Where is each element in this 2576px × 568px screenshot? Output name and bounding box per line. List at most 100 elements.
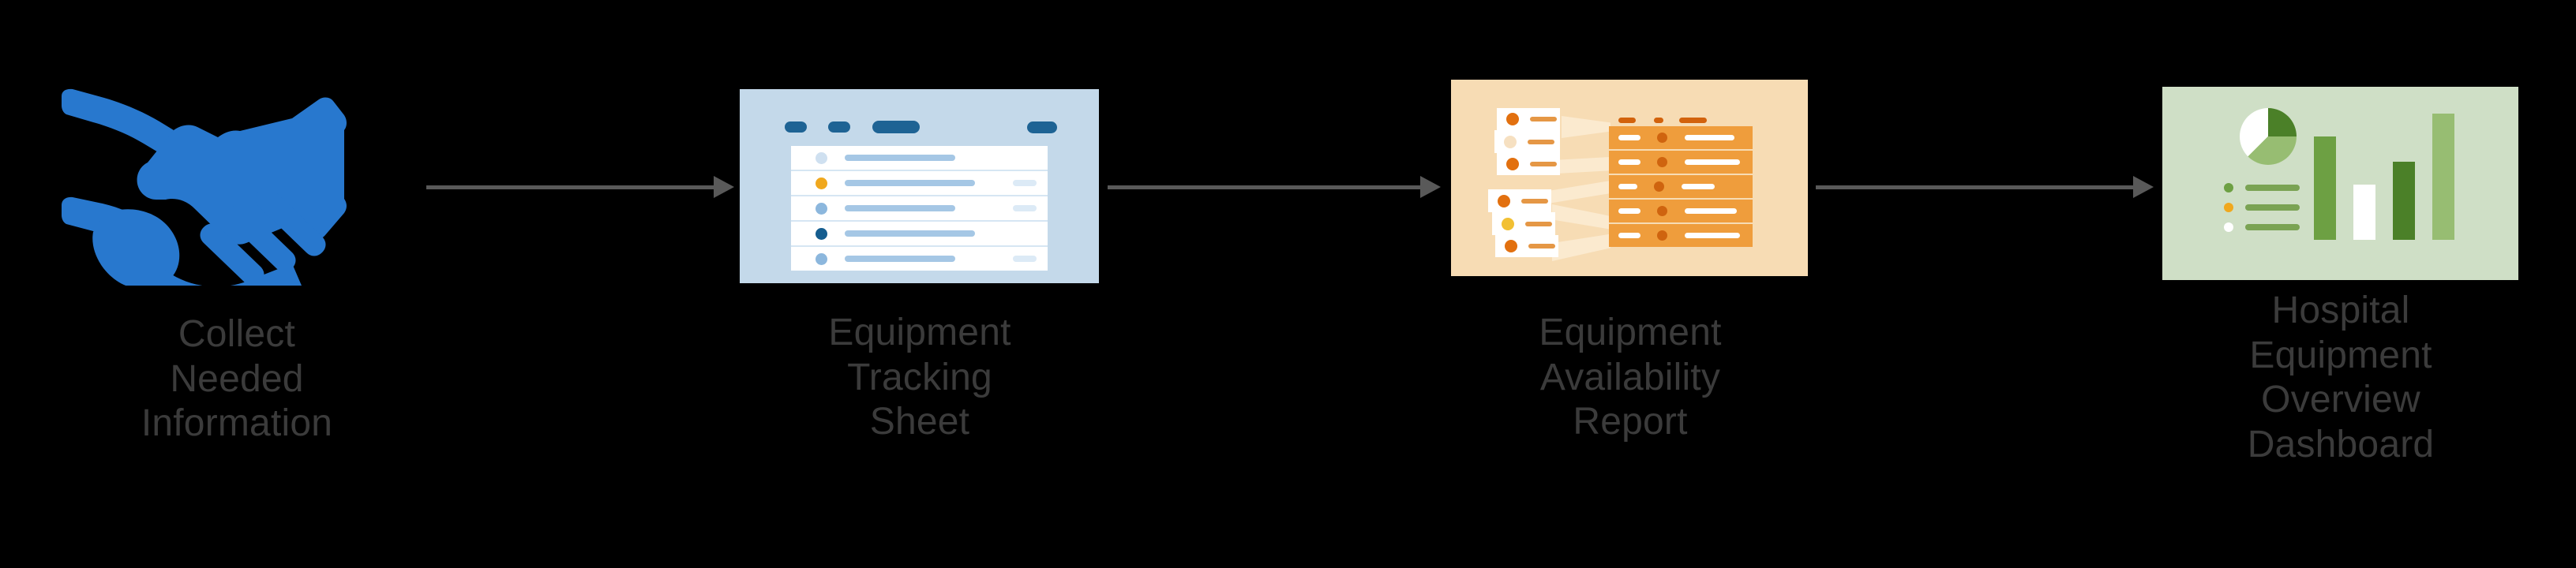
equipment-availability-report-panel [1451,80,1808,276]
header-pill-2 [1654,117,1663,123]
card-label-bar [1528,244,1555,248]
cell-dot [1657,157,1667,167]
arrow-1 [426,176,734,198]
row-label-bar [845,230,975,237]
header-pill-1 [1618,117,1636,123]
connector-fan [1552,204,1610,230]
arrow-head-icon [1420,176,1441,198]
bar-2 [2353,184,2375,240]
legend-swatch [2224,203,2233,212]
cell-dot [1657,133,1667,143]
table-row [1609,151,1753,175]
equipment-card [1488,189,1551,212]
card-label-bar [1528,139,1554,144]
step-caption-collect-needed-information: Collect Needed Information [55,300,418,447]
arrow-shaft [1816,185,2133,189]
connector-fan [1558,157,1610,174]
cell-bar-left [1618,184,1637,189]
equipment-card [1492,212,1555,235]
table-row [791,171,1048,196]
table-row [1609,224,1753,247]
chart-legend [2224,183,2300,242]
equipment-tracking-sheet-panel [740,89,1099,283]
bar-1 [2314,136,2336,240]
legend-item [2224,183,2300,192]
status-dot [1506,158,1519,170]
report-table [1609,114,1753,247]
equipment-card [1497,108,1560,130]
equipment-card [1497,153,1560,175]
row-value-bar [1013,256,1037,262]
equipment-card [1494,130,1560,153]
status-dot [816,177,827,189]
caption-text: Hospital Equipment Overview Dashboard [2247,290,2435,465]
header-pill-1 [785,121,807,133]
table-row [791,146,1048,171]
bar-chart [2314,114,2454,240]
status-dot [1498,194,1510,207]
legend-label-bar [2245,224,2300,230]
caption-text: Equipment Availability Report [1539,312,1722,443]
header-title-pill [872,121,920,133]
caption-text: Collect Needed Information [141,313,333,445]
arrow-shaft [426,185,714,189]
card-label-bar [1521,198,1548,204]
arrow-2 [1108,176,1441,198]
row-value-bar [1013,205,1037,211]
row-value-bar [1013,180,1037,186]
row-label-bar [845,205,955,211]
handshake-icon [55,88,418,286]
table-row [1609,175,1753,200]
legend-label-bar [2245,185,2300,191]
equipment-card [1495,235,1558,257]
table-row [791,222,1048,247]
header-pill-3 [1679,117,1707,123]
status-dot [1504,135,1517,148]
cell-bar-left [1618,159,1640,165]
table-row [791,196,1048,222]
cell-dot [1657,206,1667,216]
arrow-head-icon [2133,176,2154,198]
cell-bar-right [1685,159,1740,165]
status-dot [1506,113,1519,125]
cell-bar-right [1685,208,1737,214]
legend-swatch [2224,222,2233,232]
header-action-pill [1027,121,1057,133]
arrow-head-icon [714,176,734,198]
cell-bar-right [1682,184,1715,189]
status-dot [1505,240,1517,252]
pie-chart [2240,108,2297,165]
status-dot [816,252,827,265]
header-pill-2 [828,121,850,133]
step-caption-hospital-equipment-overview-dashboard: Hospital Equipment Overview Dashboard [2159,276,2522,468]
cell-bar-left [1618,233,1640,238]
report-table-header [1609,114,1753,126]
cell-dot [1657,230,1667,241]
status-dot [816,202,827,215]
legend-swatch [2224,183,2233,192]
status-dot [816,151,827,164]
caption-text: Equipment Tracking Sheet [828,312,1011,443]
status-dot [816,227,827,240]
card-label-bar [1530,117,1557,121]
cell-dot [1654,181,1664,192]
step-caption-equipment-availability-report: Equipment Availability Report [1449,298,1812,445]
row-label-bar [845,256,955,262]
sheet-header-row [785,121,1057,133]
table-row [1609,126,1753,151]
step-caption-equipment-tracking-sheet: Equipment Tracking Sheet [738,298,1101,445]
bar-3 [2393,161,2415,240]
cell-bar-right [1685,233,1740,238]
connector-fan [1552,234,1610,261]
sheet-row-list [791,146,1048,271]
card-label-bar [1525,221,1552,226]
connector-fan [1562,116,1610,138]
table-row [791,247,1048,271]
legend-item [2224,203,2300,212]
hospital-equipment-overview-dashboard-panel [2162,87,2518,280]
row-label-bar [845,180,975,186]
card-label-bar [1530,162,1557,166]
status-dot [1502,217,1514,230]
legend-item [2224,222,2300,232]
